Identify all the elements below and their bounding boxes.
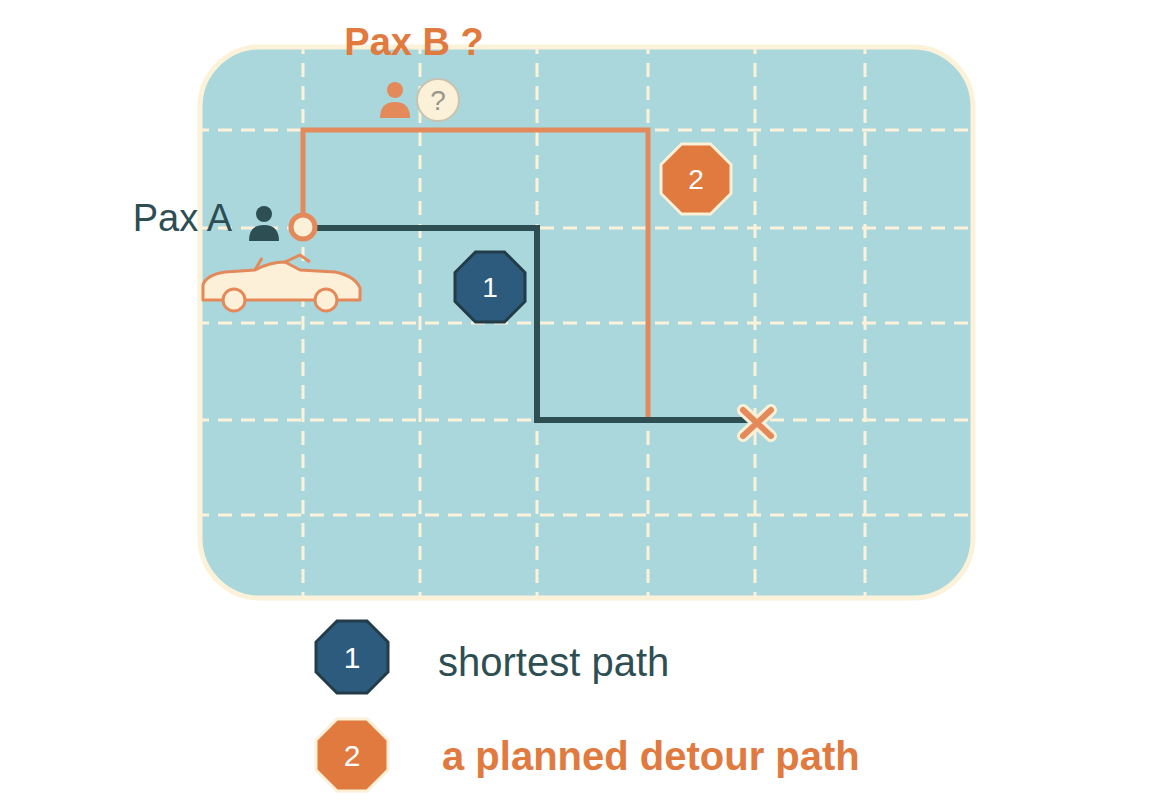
shortest-path (303, 228, 755, 420)
question-badge (417, 79, 459, 121)
callout-octagon (455, 252, 525, 322)
callout-number: 1 (482, 274, 498, 302)
destination-mark (743, 410, 771, 436)
detour-path (303, 130, 755, 420)
question-mark: ? (430, 87, 446, 115)
callout-number: 1 (344, 643, 361, 673)
person-icon (249, 206, 279, 241)
car-icon (203, 255, 360, 311)
person-icon (380, 82, 410, 118)
legend-octagon (316, 621, 388, 693)
street-grid (200, 47, 973, 598)
callout-number: 2 (688, 166, 704, 194)
legend-text: shortest path (438, 642, 669, 682)
callout-number: 2 (344, 741, 361, 771)
callout-octagon (661, 144, 731, 214)
title-label: Pax B ? (344, 23, 483, 61)
legend-octagon (316, 719, 388, 791)
legend-text: a planned detour path (442, 736, 860, 776)
passenger-label: Pax A (133, 199, 232, 237)
origin-point (291, 215, 315, 239)
